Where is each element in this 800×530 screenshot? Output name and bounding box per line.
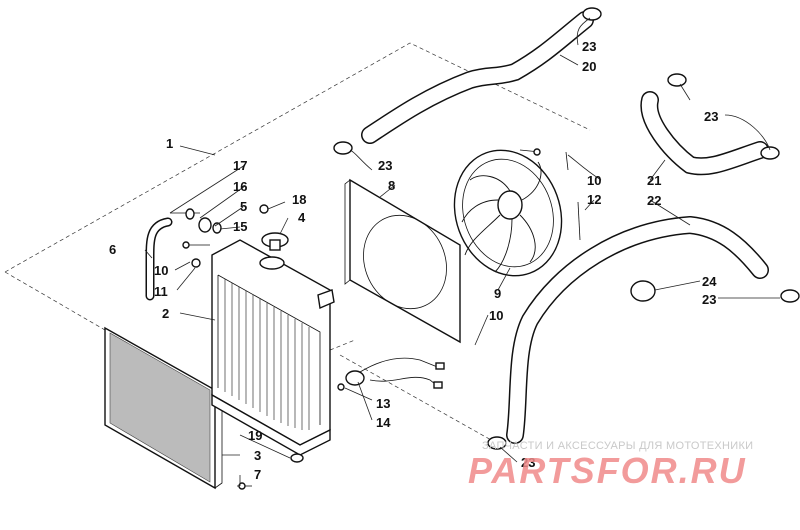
callout-14: 14 <box>376 415 391 430</box>
small-fasteners <box>237 453 304 490</box>
upper-hose-20 <box>361 11 594 144</box>
callout-10-b: 10 <box>489 308 503 323</box>
callout-11: 11 <box>154 284 168 299</box>
callout-21: 21 <box>647 173 661 188</box>
fan-wiring <box>337 357 445 391</box>
overflow-hose <box>145 217 173 301</box>
callout-23-a: 23 <box>378 158 392 173</box>
callout-7: 7 <box>254 467 261 482</box>
callout-23-d: 23 <box>702 292 716 307</box>
watermark-tagline: ЗАПЧАСТИ И АКСЕССУАРЫ ДЛЯ МОТОТЕХНИКИ <box>482 440 754 452</box>
radiator <box>211 239 335 456</box>
radiator-cap <box>261 232 289 251</box>
callout-24: 24 <box>702 274 717 289</box>
callout-5: 5 <box>240 199 247 214</box>
callout-10-c: 10 <box>587 173 601 188</box>
callout-2: 2 <box>162 306 169 321</box>
leader-lines <box>144 17 780 486</box>
fan-screws <box>565 151 581 241</box>
callout-12: 12 <box>587 192 601 207</box>
fan-shroud <box>344 178 461 344</box>
radiator-hardware <box>170 204 269 268</box>
hose-clamps <box>333 7 800 450</box>
callout-23-c: 23 <box>704 109 718 124</box>
callout-numbers: 1 17 16 5 15 18 4 6 10 11 2 19 3 7 23 8 … <box>109 39 718 482</box>
callout-17: 17 <box>233 158 247 173</box>
callout-23-e: 23 <box>521 455 535 470</box>
callout-1: 1 <box>166 136 173 151</box>
callout-3: 3 <box>254 448 261 463</box>
callout-23-b: 23 <box>582 39 596 54</box>
radiator-screen <box>104 326 223 490</box>
callout-4: 4 <box>298 210 306 225</box>
callout-16: 16 <box>233 179 247 194</box>
radiator-fins <box>224 279 310 430</box>
callout-6: 6 <box>109 242 116 257</box>
callout-19: 19 <box>248 428 262 443</box>
hose-22 <box>506 215 769 444</box>
cooling-fan <box>453 148 563 277</box>
assembly-bracket-lines <box>4 42 591 446</box>
callout-13: 13 <box>376 396 390 411</box>
callout-22: 22 <box>647 193 661 208</box>
callout-10-a: 10 <box>154 263 168 278</box>
watermark-logo[interactable]: PARTSFOR.RU <box>468 450 747 491</box>
callout-8: 8 <box>388 178 395 193</box>
hose-21 <box>640 91 769 176</box>
callout-15: 15 <box>233 219 247 234</box>
callout-20: 20 <box>582 59 596 74</box>
callout-9: 9 <box>494 286 501 301</box>
callout-18: 18 <box>292 192 306 207</box>
